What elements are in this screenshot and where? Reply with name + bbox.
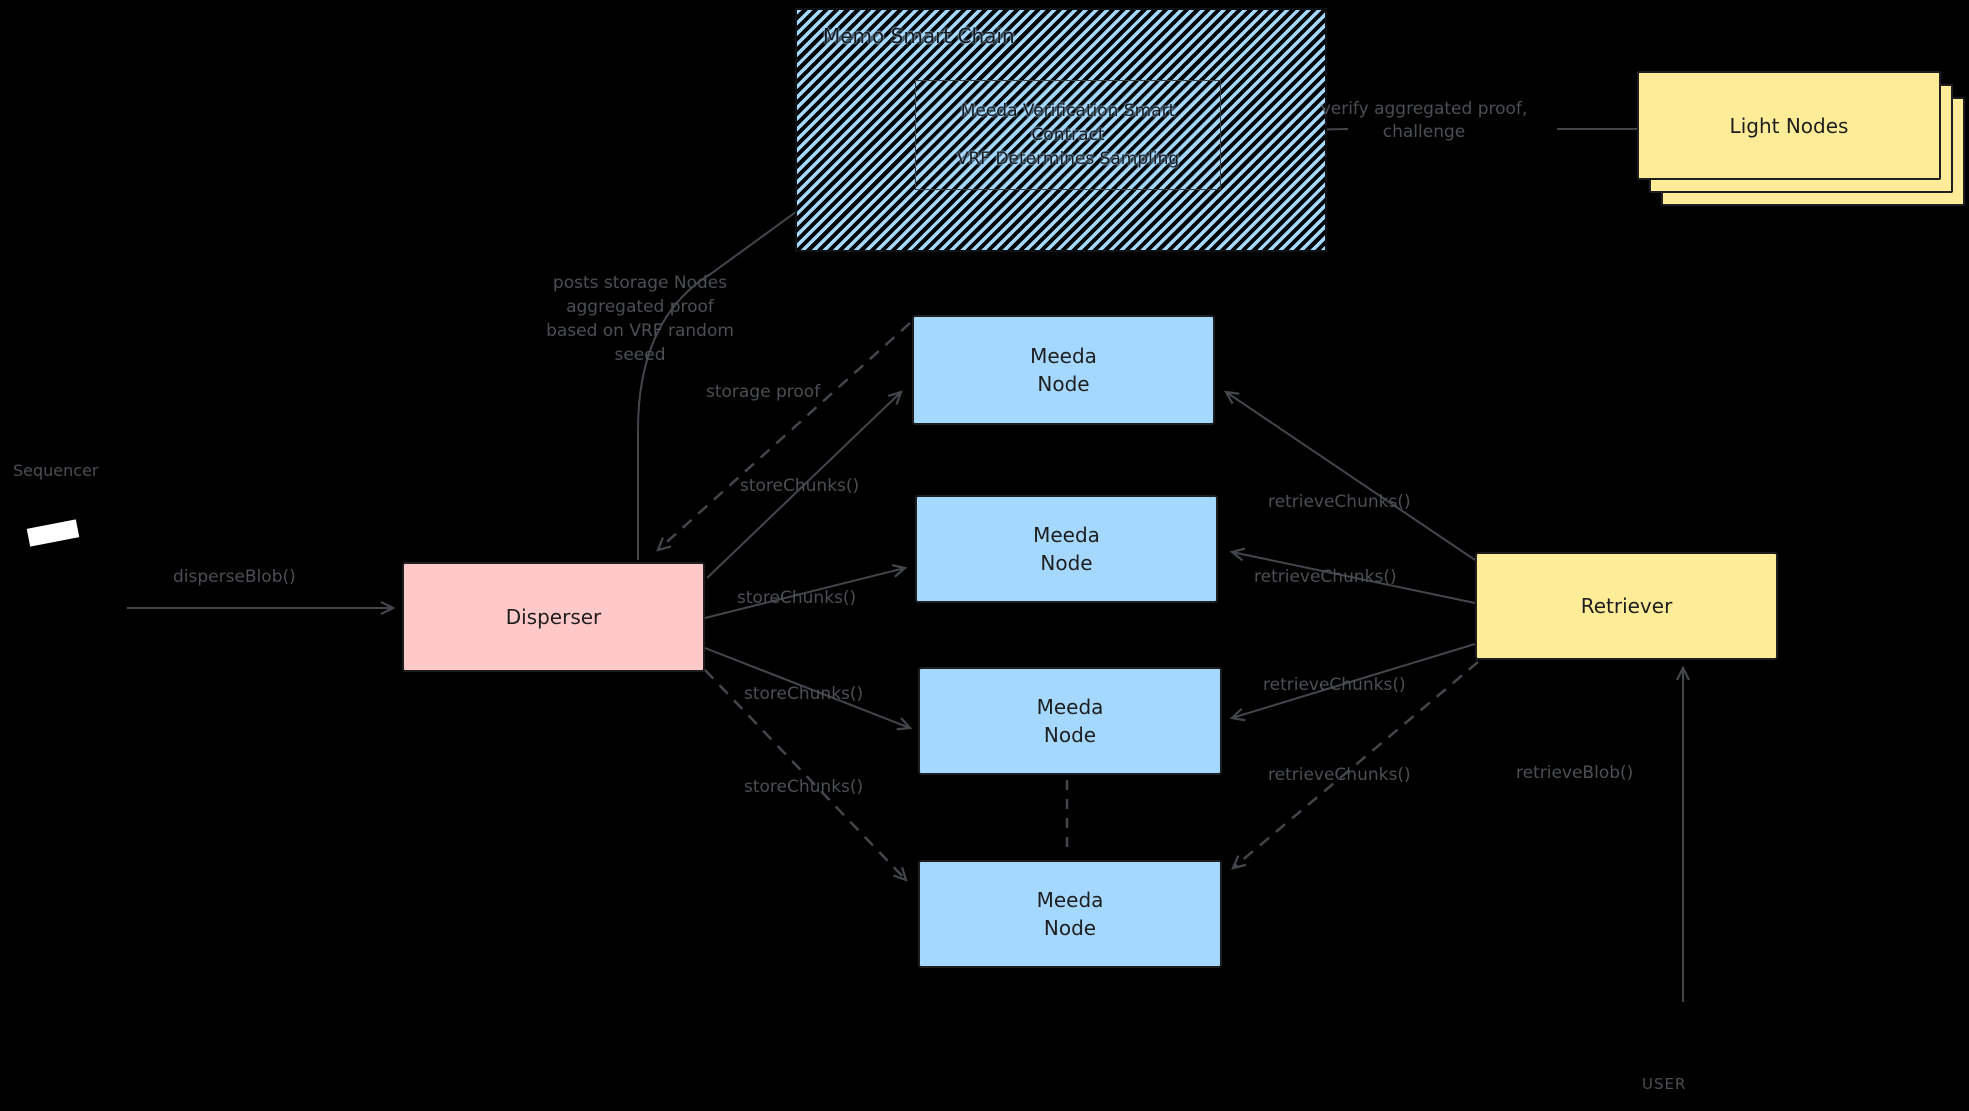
meeda-node-3: Meeda Node	[918, 667, 1222, 775]
sequencer-label: Sequencer	[13, 461, 99, 480]
light-nodes-card: Light Nodes	[1637, 71, 1941, 180]
meeda-node-4-line2: Node	[1043, 916, 1097, 940]
posts-proof-line-2: aggregated proof	[566, 297, 714, 317]
store-chunks-label-1: storeChunks()	[740, 476, 860, 496]
retrieve-chunks-label-4: retrieveChunks()	[1268, 765, 1411, 785]
disperse-blob-label: disperseBlob()	[173, 567, 296, 587]
meeda-node-1-line1: Meeda	[1030, 344, 1097, 368]
disperser-label: Disperser	[505, 605, 602, 629]
retriever-label: Retriever	[1580, 594, 1673, 618]
sequencer-screen-shape	[26, 519, 80, 547]
store-chunks-label-3: storeChunks()	[744, 684, 864, 704]
arrow-retrieve-chunks-1	[1223, 390, 1476, 561]
meeda-node-2-line1: Meeda	[1033, 523, 1100, 547]
store-chunks-label-4: storeChunks()	[744, 777, 864, 797]
meeda-node-3-line2: Node	[1043, 723, 1097, 747]
retrieve-blob-label: retrieveBlob()	[1516, 763, 1634, 783]
verify-proof-label: verify aggregated proof, challenge	[1302, 98, 1546, 144]
contract-line-2: Contract	[1031, 125, 1105, 145]
contract-line-1: Meeda Verification Smart	[960, 101, 1176, 121]
meeda-node-1-line2: Node	[1037, 372, 1090, 396]
verify-proof-line-2: challenge	[1382, 122, 1466, 142]
meeda-node-4: Meeda Node	[918, 860, 1222, 968]
meeda-node-1: Meeda Node	[912, 315, 1215, 425]
posts-proof-line-1: posts storage Nodes	[552, 273, 728, 293]
light-nodes-label: Light Nodes	[1729, 113, 1849, 138]
meeda-node-2-line2: Node	[1040, 551, 1093, 575]
user-label: USER	[1642, 1075, 1687, 1093]
disperser-box: Disperser	[402, 562, 705, 672]
posts-proof-line-3: based on VRF random	[546, 321, 734, 341]
retrieve-chunks-label-1: retrieveChunks()	[1268, 492, 1411, 512]
retrieve-chunks-label-3: retrieveChunks()	[1263, 675, 1406, 695]
verification-contract-box: Meeda Verification Smart Contract VRF De…	[915, 80, 1221, 190]
verify-proof-line-1: verify aggregated proof,	[1320, 99, 1528, 119]
meeda-node-2: Meeda Node	[915, 495, 1218, 603]
contract-line-3: VRF Determines Sampling	[956, 149, 1180, 169]
storage-proof-label: storage proof	[706, 382, 821, 402]
memo-smart-chain-title: Memo Smart Chain	[823, 24, 1015, 48]
retrieve-chunks-label-2: retrieveChunks()	[1254, 567, 1397, 587]
posts-proof-label: posts storage Nodes aggregated proof bas…	[500, 271, 780, 367]
posts-proof-line-4: seeed	[614, 345, 666, 365]
meeda-node-4-line1: Meeda	[1036, 888, 1104, 912]
meeda-node-3-line1: Meeda	[1036, 695, 1104, 719]
retriever-box: Retriever	[1475, 552, 1778, 660]
memo-smart-chain-box: Memo Smart Chain Meeda Verification Smar…	[795, 8, 1327, 252]
store-chunks-label-2: storeChunks()	[737, 588, 857, 608]
